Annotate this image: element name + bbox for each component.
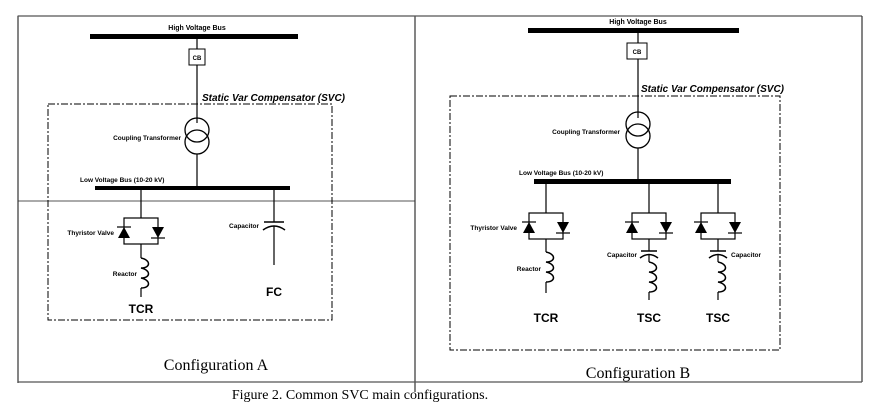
circuit-breaker xyxy=(626,42,648,60)
low-voltage-bus-label: Low Voltage Bus (10-20 kV) xyxy=(80,177,164,184)
tcr-label: TCR xyxy=(129,302,154,316)
thyristor-label: Thyristor Valve xyxy=(470,225,517,232)
capacitor-label: Capacitor xyxy=(229,223,259,230)
tcr-label: TCR xyxy=(534,311,559,325)
reactor-icon xyxy=(648,261,658,293)
transformer-label: Coupling Transformer xyxy=(113,135,181,142)
high-voltage-bus-label: High Voltage Bus xyxy=(609,19,667,26)
high-voltage-bus xyxy=(528,28,739,33)
high-voltage-bus xyxy=(90,34,298,39)
figure-caption: Figure 2. Common SVC main configurations… xyxy=(232,388,488,403)
transformer-icon xyxy=(184,117,210,143)
capacitor-label: Capacitor xyxy=(731,252,761,259)
low-voltage-bus xyxy=(95,186,290,190)
configuration-b-title: Configuration B xyxy=(586,365,690,382)
thyristor-valve-icon xyxy=(521,212,571,240)
low-voltage-bus xyxy=(534,179,731,184)
panel-a: High Voltage Bus CB Static Var Compensat… xyxy=(47,25,346,374)
tsc-label-2: TSC xyxy=(706,311,730,325)
reactor-label: Reactor xyxy=(517,266,542,273)
panel-a-frame xyxy=(17,15,416,202)
configuration-a-title: Configuration A xyxy=(164,357,269,374)
capacitor-label: Capacitor xyxy=(607,252,637,259)
transformer-label: Coupling Transformer xyxy=(552,129,620,136)
reactor-icon xyxy=(717,261,727,293)
svc-boundary xyxy=(47,103,333,321)
svc-label: Static Var Compensator (SVC) xyxy=(641,84,785,95)
reactor-icon xyxy=(140,257,150,289)
thyristor-valve-icon xyxy=(116,217,166,245)
breaker-label: CB xyxy=(193,56,202,62)
thyristor-label: Thyristor Valve xyxy=(67,230,114,237)
svc-boundary xyxy=(449,95,781,351)
low-voltage-bus-label: Low Voltage Bus (10-20 kV) xyxy=(519,170,603,177)
tsc-label-1: TSC xyxy=(637,311,661,325)
thyristor-valve-icon xyxy=(624,212,674,240)
thyristor-valve-icon xyxy=(693,212,743,240)
high-voltage-bus-label: High Voltage Bus xyxy=(168,25,226,32)
svc-label: Static Var Compensator (SVC) xyxy=(202,93,346,104)
reactor-label: Reactor xyxy=(113,271,138,278)
panel-b: High Voltage Bus CB Static Var Compensat… xyxy=(449,19,785,382)
transformer-icon xyxy=(625,111,651,137)
fc-label: FC xyxy=(266,285,282,299)
reactor-icon xyxy=(545,251,555,283)
breaker-label: CB xyxy=(633,50,642,56)
